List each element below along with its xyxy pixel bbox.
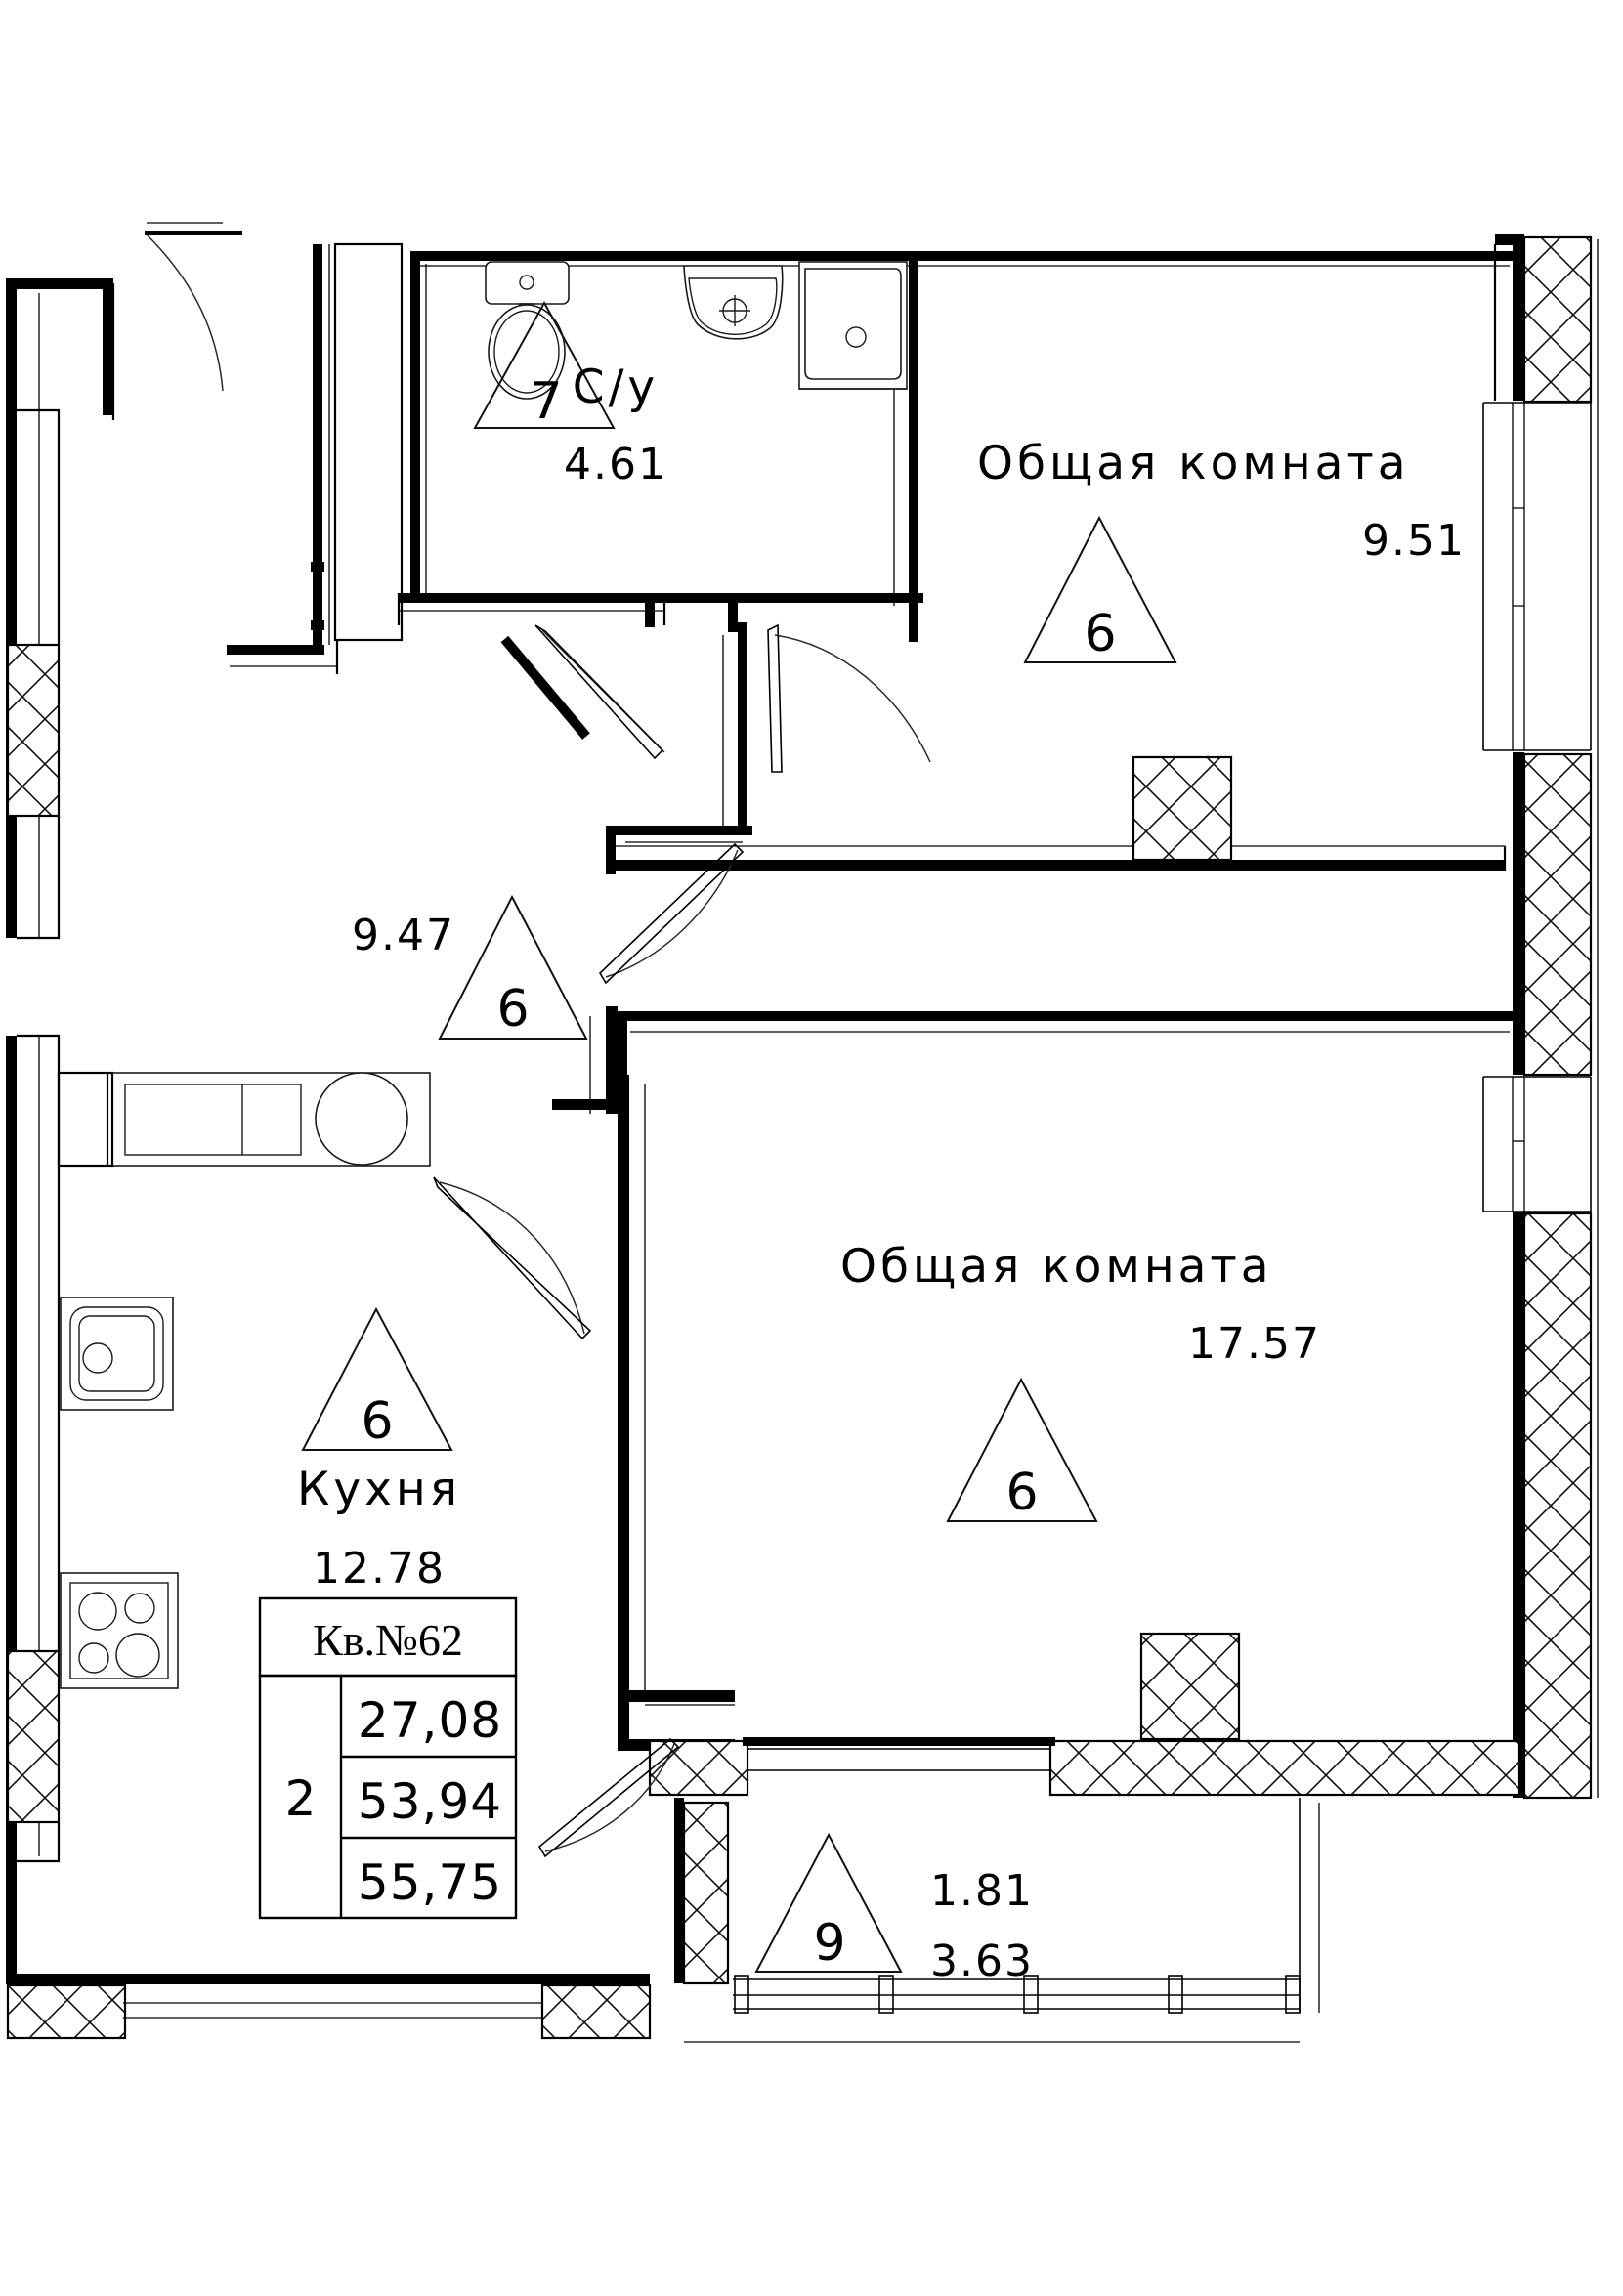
table-value-living-area: 27,08 (358, 1692, 502, 1749)
label-bathroom-area: 4.61 (564, 440, 667, 489)
label-top-room-name: Общая комната (977, 437, 1410, 490)
room-marker-hall-value: 6 (496, 980, 529, 1039)
label-hall-area: 9.47 (352, 911, 455, 960)
table-value-total-area: 53,94 (358, 1773, 502, 1830)
room-marker-bathroom-value: 7 (530, 372, 562, 431)
room-labels: С/у 4.61 Общая комната 9.51 9.47 Кухня 1… (297, 361, 1466, 1986)
table-title: Кв.№62 (313, 1615, 463, 1665)
label-kitchen-area: 12.78 (313, 1544, 446, 1594)
room-marker-balcony: 9 (754, 1832, 903, 1973)
apartment-info-table: Кв.№62 2 27,08 53,94 55,75 (258, 1596, 518, 1920)
kitchen-fixtures (57, 1071, 431, 1689)
table-value-total-with-balcony: 55,75 (358, 1854, 502, 1911)
label-main-room-area: 17.57 (1188, 1319, 1321, 1369)
exterior-walls (6, 234, 1599, 2040)
doors (145, 222, 931, 1858)
interior-walls (227, 242, 1521, 1797)
room-marker-hall: 6 (438, 894, 588, 1040)
label-main-room-name: Общая комната (840, 1240, 1273, 1294)
room-marker-top-room-value: 6 (1084, 605, 1116, 663)
room-marker-top-room: 6 (1023, 515, 1177, 663)
room-marker-main-room: 6 (946, 1377, 1098, 1522)
bathroom-fixtures (485, 261, 908, 400)
room-marker-main-room-value: 6 (1005, 1464, 1038, 1522)
label-kitchen-name: Кухня (297, 1463, 461, 1516)
room-marker-kitchen-value: 6 (361, 1392, 393, 1451)
table-rooms-count: 2 (285, 1770, 318, 1827)
room-markers: 7 6 6 6 6 (301, 300, 1177, 1973)
balcony-railing (684, 1798, 1320, 2043)
label-top-room-area: 9.51 (1362, 516, 1466, 566)
label-balcony-area-secondary: 3.63 (930, 1936, 1034, 1986)
room-marker-bathroom: 7 (473, 300, 616, 431)
label-balcony-area-primary: 1.81 (930, 1866, 1034, 1916)
room-marker-kitchen: 6 (301, 1306, 453, 1451)
label-bathroom-name: С/у (573, 361, 659, 414)
room-marker-balcony-value: 9 (813, 1914, 845, 1973)
